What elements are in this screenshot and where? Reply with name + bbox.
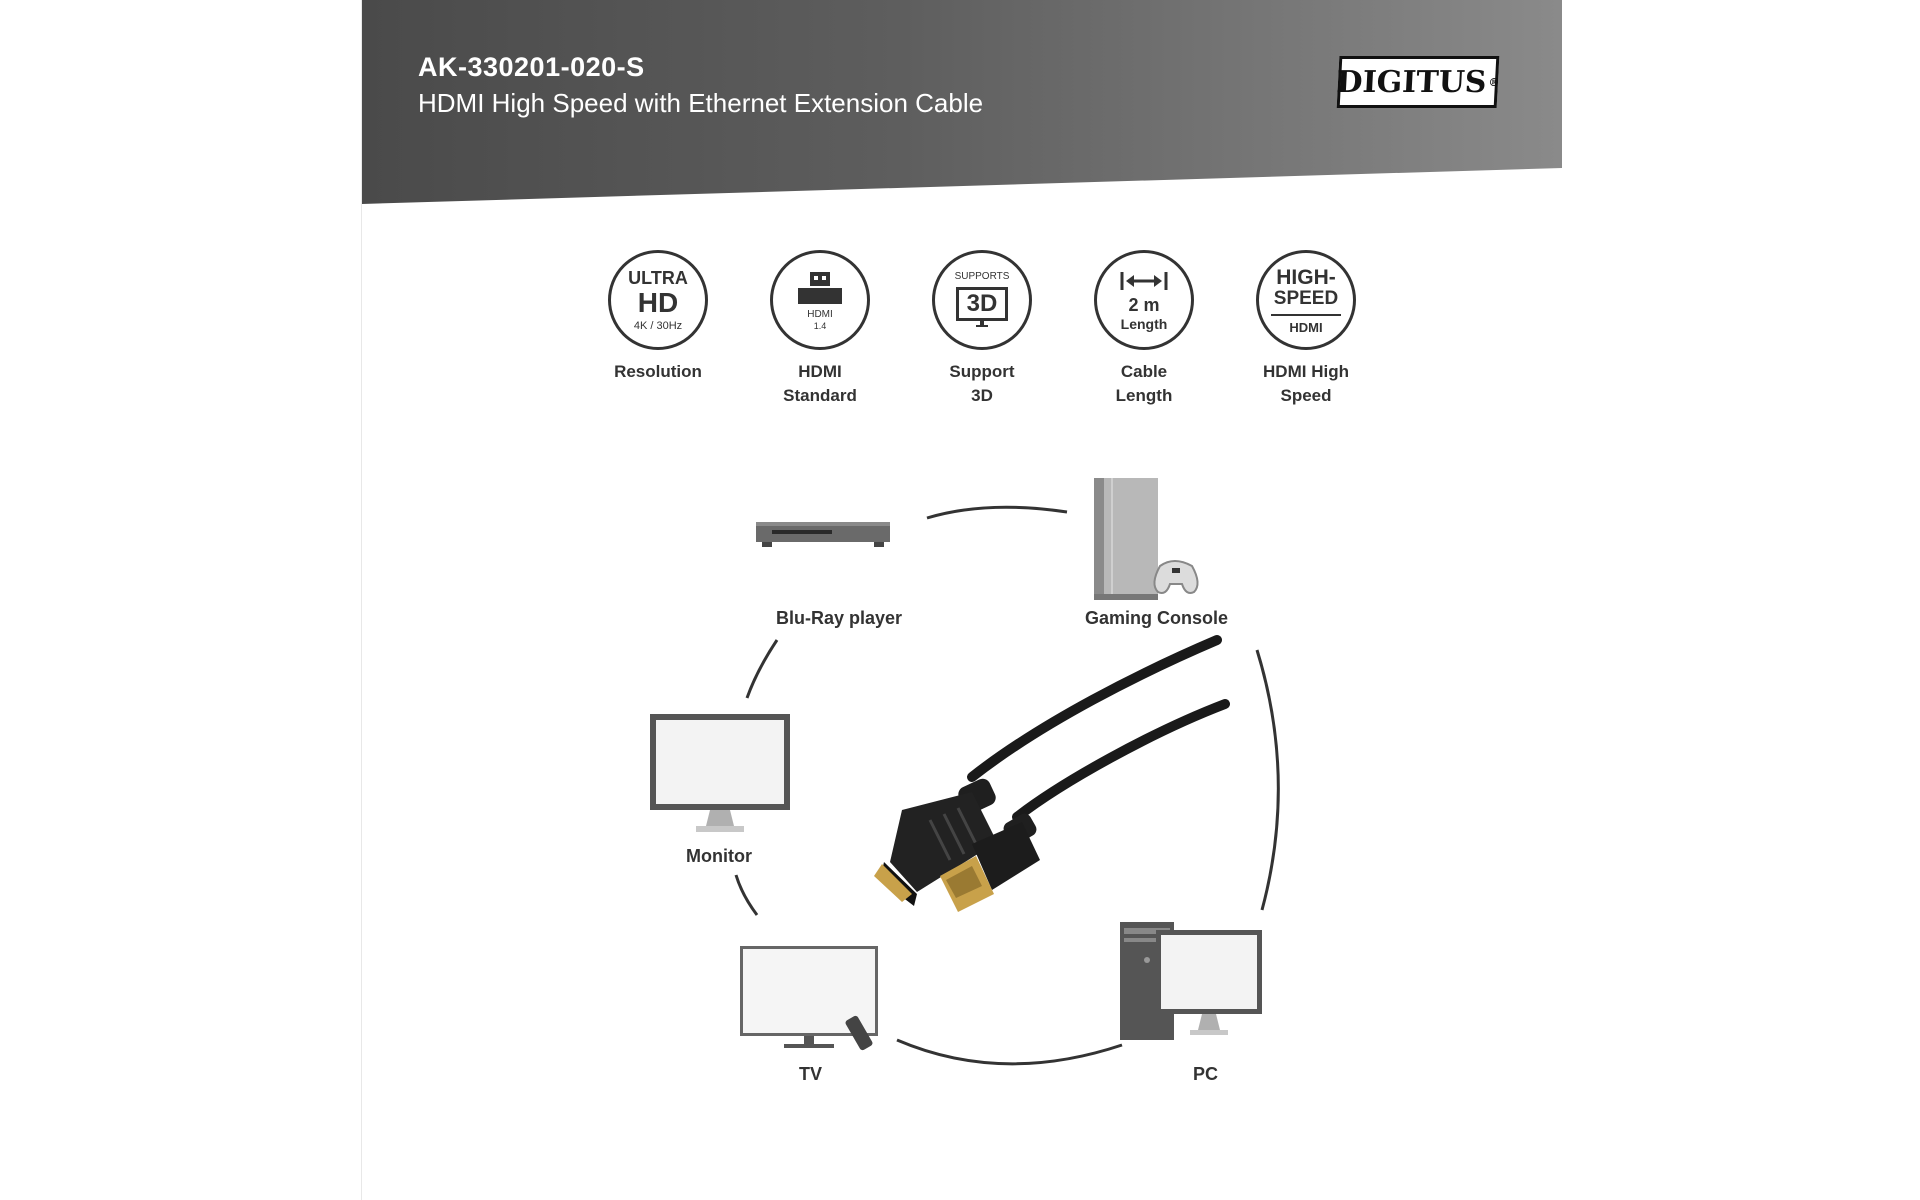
product-title: HDMI High Speed with Ethernet Extension … (418, 88, 984, 118)
hdmi-extension-cable-icon (874, 635, 1230, 912)
feature-label-line: Support (949, 362, 1015, 381)
device-label-monitor: Monitor (686, 846, 752, 866)
high-speed-badge-icon: HIGH- SPEED HDMI (1256, 250, 1356, 350)
monitor-icon (650, 714, 790, 832)
feature-label-line: Cable (1120, 362, 1168, 381)
ultra-hd-badge-icon: ULTRA HD 4K / 30Hz (608, 250, 708, 350)
feature-hdmi-standard: HDMI 1.4 HDMI Standard (750, 250, 890, 408)
feature-label: Support 3D (912, 360, 1052, 408)
length-badge-icon: 2 m Length (1094, 250, 1194, 350)
feature-label: HDMI High Speed (1236, 360, 1376, 408)
feature-label-line: Standard (783, 386, 857, 405)
feature-high-speed: HIGH- SPEED HDMI HDMI High Speed (1236, 250, 1376, 408)
device-label-console: Gaming Console (1085, 608, 1229, 628)
connection-arcs (734, 505, 1280, 1066)
badge-text: SUPPORTS (954, 270, 1010, 282)
feature-support-3d: SUPPORTS 3D Support 3D (912, 250, 1052, 408)
badge-text: 2 m (1128, 294, 1160, 315)
badge-text: SPEED (1273, 287, 1339, 309)
tv-icon (740, 946, 878, 1051)
feature-label: HDMI Standard (750, 360, 890, 408)
pc-icon (1120, 922, 1262, 1040)
feature-label-line: HDMI (798, 362, 842, 381)
badge-text: 1.4 (813, 320, 827, 331)
badge-text: 4K / 30Hz (633, 319, 683, 332)
feature-label-line: Resolution (614, 362, 702, 381)
device-label-tv: TV (799, 1064, 823, 1084)
feature-resolution: ULTRA HD 4K / 30Hz Resolution (588, 250, 728, 384)
badge-text: HIGH- (1276, 265, 1336, 289)
badge-text: ULTRA (628, 267, 688, 288)
badge-text: HDMI (1289, 319, 1323, 335)
feature-label-line: 3D (971, 386, 993, 405)
device-label-bluray: Blu-Ray player (776, 608, 903, 628)
product-sheet: AK-330201-020-S HDMI High Speed with Eth… (361, 0, 1562, 1200)
badge-text: HDMI (807, 308, 833, 320)
gaming-console-icon (1094, 478, 1199, 600)
feature-cable-length: 2 m Length Cable Length (1074, 250, 1214, 408)
feature-label-line: Length (1115, 386, 1173, 405)
feature-label-line: HDMI High (1263, 362, 1349, 381)
badge-divider (1271, 313, 1341, 316)
model-number: AK-330201-020-S (418, 52, 645, 82)
feature-label: Cable Length (1074, 360, 1214, 408)
badge-text: 3D (955, 286, 1009, 321)
bluray-player-icon (756, 522, 890, 547)
badge-text: HD (637, 286, 679, 318)
badge-text: Length (1120, 315, 1168, 332)
device-label-pc: PC (1193, 1064, 1219, 1084)
feature-label: Resolution (588, 360, 728, 384)
monitor-stand-icon (976, 320, 988, 327)
3d-badge-icon: SUPPORTS 3D (932, 250, 1032, 350)
double-arrow-icon (1120, 271, 1168, 290)
hdmi-connector-badge-icon: HDMI 1.4 (770, 250, 870, 350)
feature-label-line: Speed (1280, 386, 1332, 405)
hdmi-port-icon (798, 271, 842, 304)
